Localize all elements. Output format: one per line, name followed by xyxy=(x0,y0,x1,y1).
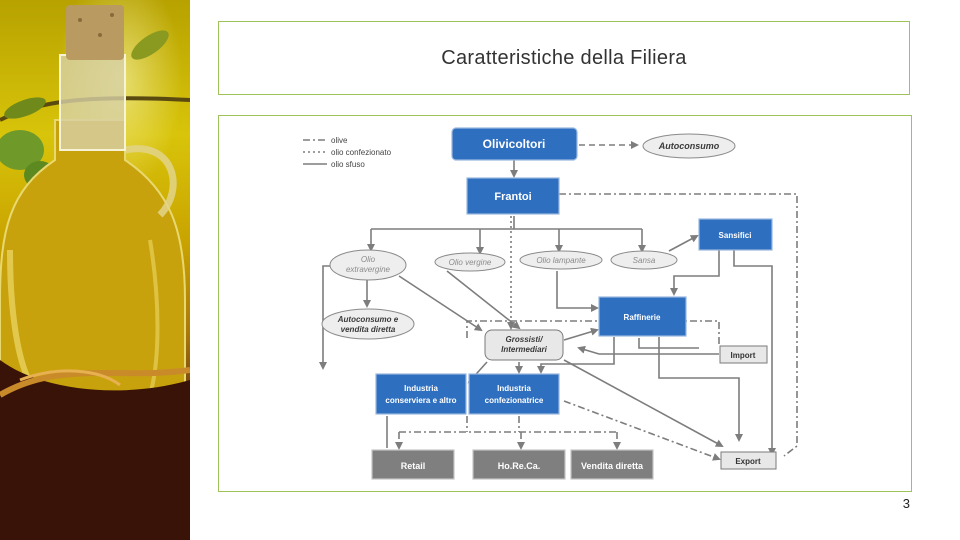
edge-grossisti-export xyxy=(563,359,724,447)
node-autoconsumo-label: Autoconsumo xyxy=(658,141,720,151)
node-frantoi-label: Frantoi xyxy=(494,191,531,203)
node-grossisti-label-2: Intermediari xyxy=(501,345,548,354)
legend-label-olive: olive xyxy=(331,136,348,145)
node-raffinerie-label: Raffinerie xyxy=(624,313,661,322)
node-sansa: Sansa xyxy=(610,250,678,270)
node-industria-conserviera-label-2: conserviera e altro xyxy=(385,396,456,405)
connectors xyxy=(319,141,798,461)
edge-confezionatrice-export xyxy=(563,400,721,461)
node-sansifici: Sansifici xyxy=(698,218,773,251)
node-retail: Retail xyxy=(371,449,455,480)
node-vendita-diretta: Vendita diretta xyxy=(570,449,654,480)
edge-sansifici-raffinerie xyxy=(670,250,720,296)
node-export-label: Export xyxy=(735,457,761,466)
edge-frantoi-bar xyxy=(371,216,642,230)
edge-frantoi-export xyxy=(559,193,798,457)
node-industria-conserviera: Industria conserviera e altro xyxy=(375,373,467,415)
node-autoconsumo-vendita-diretta: Autoconsumo e vendita diretta xyxy=(321,308,415,340)
edge-raffinerie-confezionatrice xyxy=(537,337,615,374)
node-autoconsumo-vendita-label-1: Autoconsumo e xyxy=(337,315,399,324)
edge-extravergine-conserviera xyxy=(319,265,331,370)
supply-chain-diagram: olive olio confezionato olio sfuso xyxy=(218,115,912,492)
edge-import-raffinerie xyxy=(638,338,699,349)
slide-number: 3 xyxy=(902,496,910,511)
legend: olive olio confezionato olio sfuso xyxy=(303,136,392,169)
node-horeca-label: Ho.Re.Ca. xyxy=(498,461,541,471)
edge-industria-bar xyxy=(399,416,617,433)
slide-title: Caratteristiche della Filiera xyxy=(441,46,687,69)
legend-label-olio-sfuso: olio sfuso xyxy=(331,160,365,169)
node-frantoi: Frantoi xyxy=(466,177,560,215)
node-import-label: Import xyxy=(731,351,756,360)
node-vendita-diretta-label: Vendita diretta xyxy=(581,461,644,471)
node-grossisti-label-1: Grossisti/ xyxy=(506,335,544,344)
edge-lampante-raffinerie xyxy=(556,271,599,312)
edge-import-grossisti xyxy=(577,345,719,355)
node-industria-conserviera-label-1: Industria xyxy=(404,384,438,393)
node-autoconsumo: Autoconsumo xyxy=(642,133,736,159)
node-olio-vergine-label: Olio vergine xyxy=(449,258,492,267)
node-retail-label: Retail xyxy=(401,461,426,471)
node-sansifici-label: Sansifici xyxy=(719,231,752,240)
node-industria-confezionatrice: Industria confezionatrice xyxy=(468,373,560,415)
node-olio-lampante-label: Olio lampante xyxy=(536,256,586,265)
node-olio-extravergine-label-2: extravergine xyxy=(346,265,391,274)
edge-sansifici-export xyxy=(733,250,776,456)
node-olivicoltori: Olivicoltori xyxy=(451,127,578,161)
node-raffinerie: Raffinerie xyxy=(598,296,687,337)
edge-confezionato-import xyxy=(466,320,720,344)
node-olivicoltori-label: Olivicoltori xyxy=(483,137,546,151)
olive-oil-bottle-photo xyxy=(0,0,190,540)
node-autoconsumo-vendita-label-2: vendita diretta xyxy=(341,325,396,334)
edge-sansa-sansifici xyxy=(668,235,699,252)
node-industria-confezionatrice-label-1: Industria xyxy=(497,384,531,393)
node-export: Export xyxy=(720,451,777,470)
node-olio-vergine: Olio vergine xyxy=(434,252,506,272)
node-sansa-label: Sansa xyxy=(633,256,656,265)
title-box: Caratteristiche della Filiera xyxy=(218,21,910,95)
edge-grossisti-raffinerie xyxy=(563,327,599,341)
node-olio-extravergine-label-1: Olio xyxy=(361,255,376,264)
node-industria-confezionatrice-label-2: confezionatrice xyxy=(485,396,544,405)
legend-label-olio-confezionato: olio confezionato xyxy=(331,148,392,157)
node-olio-extravergine: Olio extravergine xyxy=(329,249,407,281)
node-horeca: Ho.Re.Ca. xyxy=(472,449,566,480)
edge-vergine-grossisti xyxy=(446,270,521,330)
edge-raffinerie-export xyxy=(658,337,743,442)
node-import: Import xyxy=(719,345,768,364)
node-olio-lampante: Olio lampante xyxy=(519,250,603,270)
node-grossisti-intermediari: Grossisti/ Intermediari xyxy=(484,329,564,361)
